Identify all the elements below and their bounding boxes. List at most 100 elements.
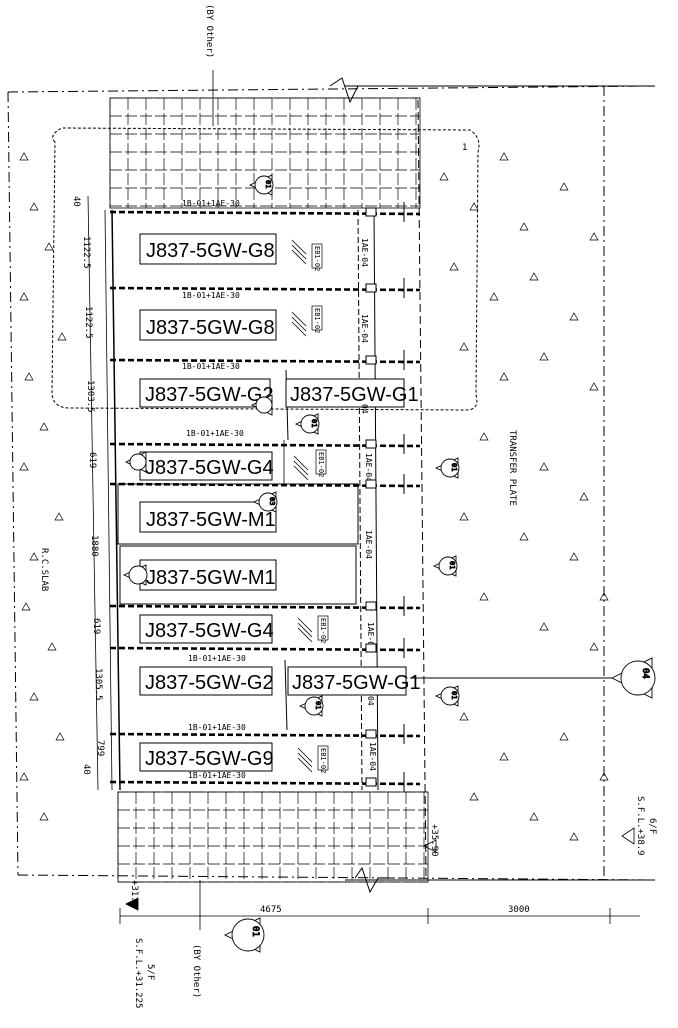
edge-tag-3: EB1-02 <box>317 452 325 477</box>
panel-label-g8-2: J837-5GW-G8 <box>146 317 275 339</box>
vjoint-label-8: 1AE-04 <box>368 742 377 771</box>
edge-tags: EB1-02 EB1-02 EB1-02 EB1-02 EB1-02 <box>311 243 329 773</box>
concrete-speck <box>479 432 489 441</box>
tile-grid-lines <box>109 97 428 883</box>
joint-label-1: 1B-01+1AE-30 <box>182 199 240 208</box>
section-marker-right-04: 04 <box>610 657 656 699</box>
joint-label-5: 1B-01+1AE-30 <box>188 654 246 663</box>
concrete-speck <box>589 642 599 651</box>
concrete-speck <box>439 172 449 181</box>
cloud-mark: 1 <box>462 143 467 153</box>
edge-tag-4: EB1-02 <box>319 618 327 643</box>
section-markers: 01 01 01 03 01 01 01 <box>122 174 656 953</box>
dim-3000: 3000 <box>508 905 530 915</box>
panel-label-g1-1: J837-5GW-G1 <box>290 384 419 406</box>
section-marker-8-num: 01 <box>314 701 322 709</box>
concrete-speck <box>569 832 579 841</box>
leaders <box>199 70 214 930</box>
dim-619-b: 619 <box>91 618 101 634</box>
level-5f-sfl: S.F.L.+31.225 <box>133 938 143 1008</box>
joint-line <box>109 286 421 292</box>
concrete-speck <box>529 272 539 281</box>
joint-lines <box>109 210 421 786</box>
level-3590-value: +35.90 <box>429 824 439 857</box>
bolt-icon <box>365 355 377 365</box>
dim-1122-b: 1122.5 <box>83 306 93 339</box>
joint-label-4: 1B-01+1AE-30 <box>186 429 244 438</box>
panel-label-g4-2: J837-5GW-G4 <box>145 620 274 642</box>
concrete-speck <box>55 732 65 741</box>
section-marker-2 <box>250 394 273 416</box>
concrete-speck <box>469 792 479 801</box>
concrete-speck <box>559 732 569 741</box>
vjoint-label-5: 1AE-04 <box>364 530 373 559</box>
section-marker-9: 01 <box>434 685 460 707</box>
joint-bolts <box>365 202 405 792</box>
concrete-speck <box>19 152 29 161</box>
concrete-speck <box>489 292 499 301</box>
concrete-speck <box>469 202 479 211</box>
concrete-specks <box>19 152 609 841</box>
break-symbol-bottom <box>354 866 395 894</box>
concrete-speck <box>459 712 469 721</box>
vjoint-label-6: 1AE-04 <box>366 622 375 651</box>
section-marker-3: 01 <box>294 413 320 435</box>
note-by-other-bottom: (BY Other) <box>191 944 201 998</box>
joint-label-6: 1B-01+1AE-30 <box>188 723 246 732</box>
concrete-speck <box>39 422 49 431</box>
concrete-speck <box>29 552 39 561</box>
frame-lines <box>7 85 656 881</box>
concrete-speck <box>539 622 549 631</box>
joint-line <box>109 604 421 610</box>
dim-1303: 1303.5 <box>85 380 95 413</box>
hatch-marks <box>291 239 313 773</box>
panel-label-g8-1: J837-5GW-G8 <box>146 240 275 262</box>
vjoint-label-1: 1AE-04 <box>360 238 369 267</box>
dim-799: 799 <box>95 740 105 756</box>
concrete-speck <box>569 312 579 321</box>
concrete-speck <box>24 372 34 381</box>
joint-line <box>109 358 421 364</box>
section-marker-5: 03 <box>252 491 278 513</box>
section-marker-1-num: 01 <box>264 180 272 188</box>
joint-line <box>109 442 421 448</box>
concrete-speck <box>589 232 599 241</box>
concrete-speck <box>499 752 509 761</box>
vjoint-label-4: 1AE-04 <box>364 453 373 482</box>
section-marker-8: 01 <box>298 695 324 717</box>
concrete-speck <box>499 152 509 161</box>
joint-line <box>109 482 421 488</box>
concrete-speck <box>579 492 589 501</box>
concrete-speck <box>599 772 609 781</box>
joint-line <box>109 646 421 652</box>
break-symbol-top <box>329 77 372 104</box>
concrete-speck <box>29 202 39 211</box>
panel-label-g2-1: J837-5GW-G2 <box>145 384 274 406</box>
dimension-text-left: 40 1122.5 1122.5 1303.5 619 1880 619 130… <box>71 196 105 775</box>
concrete-speck <box>47 642 57 651</box>
level-313-value: +31.3 <box>129 880 139 907</box>
bolt-icon <box>365 479 377 489</box>
joint-line <box>109 210 421 216</box>
panel-label-g2-2: J837-5GW-G2 <box>145 672 274 694</box>
section-marker-10 <box>124 451 147 473</box>
section-marker-7-num: 01 <box>448 561 456 569</box>
section-marker-1: 01 <box>248 174 274 196</box>
bolt-icon <box>365 777 377 787</box>
concrete-speck <box>499 372 509 381</box>
edge-tag-1: EB1-02 <box>313 246 321 271</box>
vjoint-label-3: 04 <box>360 404 369 414</box>
level-313: +31.3 <box>125 880 139 911</box>
section-marker-5-num: 03 <box>268 497 276 505</box>
dim-1880: 1880 <box>89 535 99 557</box>
level-6f-sfl: S.F.L.+38.9 <box>635 796 645 856</box>
concrete-speck <box>29 692 39 701</box>
panel-label-g9: J837-5GW-G9 <box>145 748 274 770</box>
bolt-icon <box>365 729 377 739</box>
bolt-icon <box>365 283 377 293</box>
tile-grid-bottom <box>117 791 429 883</box>
revision-cloud <box>51 127 480 411</box>
concrete-speck <box>459 342 469 351</box>
edge-tag-5: EB1-02 <box>319 748 327 773</box>
